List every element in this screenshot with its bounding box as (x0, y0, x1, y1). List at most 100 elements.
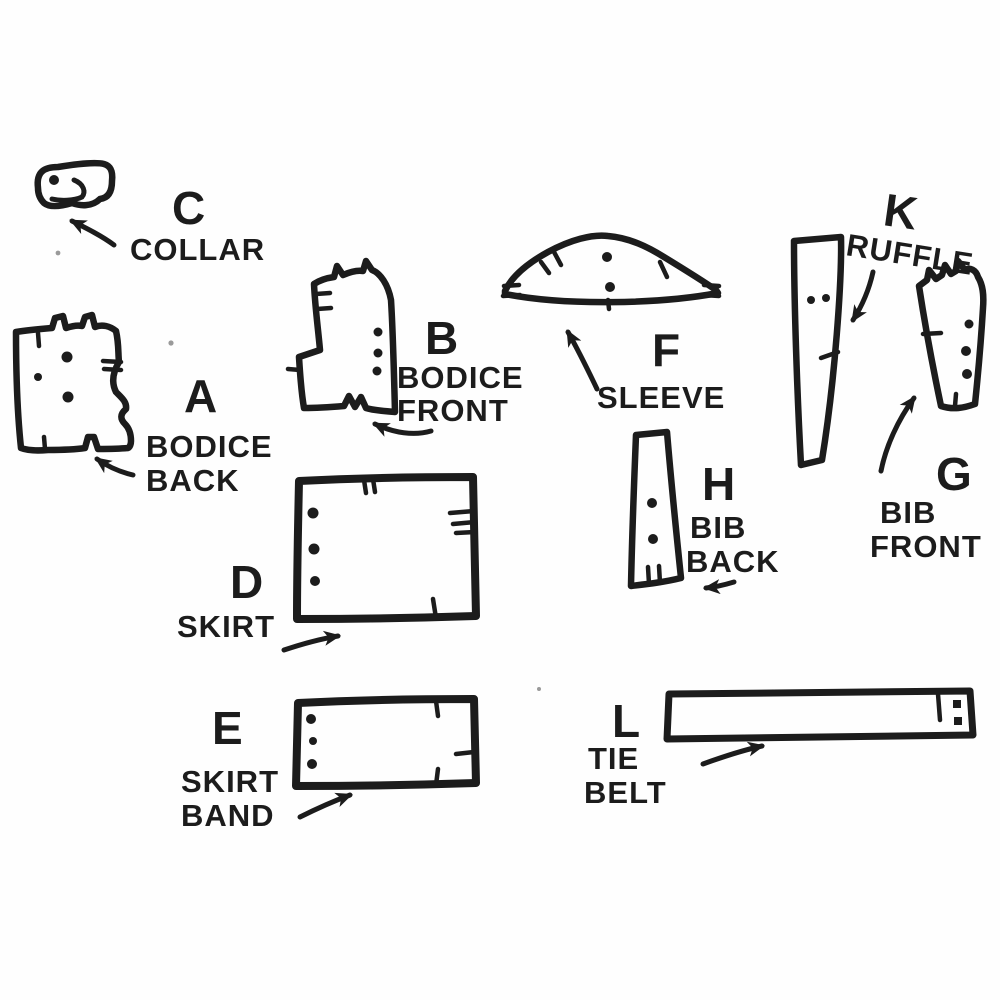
tie-belt-label-1: TIE (588, 741, 639, 776)
paper-speck (168, 340, 174, 346)
bodice-back-shape (12, 311, 135, 454)
dot-mark (647, 498, 657, 508)
skirt-arrow (281, 630, 341, 653)
tie-belt-letter: L (612, 695, 641, 747)
bodice-front-arrow (372, 421, 434, 437)
dot-mark (34, 373, 42, 381)
dot-mark (822, 294, 830, 302)
tie-belt-arrow (700, 741, 765, 767)
sleeve-shape (501, 232, 722, 306)
skirt-shape (293, 473, 480, 623)
notch-mark (818, 349, 841, 361)
piece-skirt: D SKIRT (177, 473, 480, 653)
bodice-front-shape (295, 257, 399, 416)
bodice-front-label-1: BODICE (397, 360, 524, 395)
paper-speck (537, 687, 541, 691)
collar-arrow (69, 218, 117, 248)
notch-mark (447, 508, 477, 516)
skirt-band-shape (292, 695, 480, 790)
dot-mark (308, 543, 320, 555)
tie-belt-shape (663, 687, 977, 743)
dot-mark (310, 576, 320, 586)
notch-mark (41, 434, 48, 452)
notch-mark (314, 305, 334, 312)
collar-label: COLLAR (130, 232, 265, 267)
bib-front-label-2: FRONT (870, 529, 982, 564)
sleeve-letter: F (652, 324, 681, 376)
notch-mark (501, 282, 522, 289)
notch-mark (453, 529, 478, 536)
dot-mark (807, 296, 815, 304)
dot-mark (605, 282, 615, 292)
notch-mark (701, 282, 722, 289)
piece-tie-belt: L TIE BELT (584, 687, 977, 810)
bib-front-label-1: BIB (880, 495, 936, 530)
dot-mark (964, 319, 974, 329)
dot-mark (373, 348, 383, 358)
tie-belt-label-2: BELT (584, 775, 667, 810)
bodice-back-label-1: BODICE (146, 429, 273, 464)
skirt-letter: D (230, 556, 264, 608)
collar-letter: C (172, 182, 206, 234)
collar-shape (34, 159, 116, 210)
notch-mark (450, 519, 478, 527)
notch-mark (935, 691, 943, 723)
notch-mark (500, 292, 523, 299)
dot-mark (953, 700, 961, 708)
notch-mark (285, 366, 303, 373)
dot-mark (602, 252, 612, 262)
skirt-band-label-1: SKIRT (181, 764, 279, 799)
bodice-front-letter: B (425, 312, 459, 364)
notch-mark (35, 330, 42, 349)
notch-mark (453, 749, 477, 757)
notch-mark (700, 292, 722, 299)
dot-mark (962, 369, 972, 379)
piece-ruffle: K RUFFLE (790, 183, 976, 469)
bodice-back-letter: A (184, 370, 218, 422)
dot-mark (954, 717, 962, 725)
dot-mark (373, 327, 383, 337)
ruffle-arrow (850, 269, 876, 323)
dot-mark (307, 759, 317, 769)
notch-mark (433, 698, 441, 719)
notch-mark (430, 596, 439, 621)
bib-front-arrow (878, 395, 917, 474)
dot-mark (306, 714, 316, 724)
skirt-band-arrow (297, 792, 353, 820)
dot-mark (307, 507, 319, 519)
bodice-back-arrow (94, 456, 136, 478)
dot-mark (62, 391, 74, 403)
bib-front-letter: G (936, 448, 973, 500)
notch-mark (952, 391, 959, 409)
skirt-label: SKIRT (177, 609, 275, 644)
dot-mark (372, 366, 382, 376)
notch-mark (100, 358, 124, 365)
dot-mark (309, 737, 317, 745)
piece-bib-front: G BIB FRONT (870, 257, 987, 564)
notch-mark (433, 766, 441, 788)
ruffle-shape (790, 233, 845, 469)
notch-mark (656, 563, 663, 586)
piece-skirt-band: E SKIRT BAND (181, 695, 480, 833)
dot-mark (49, 175, 59, 185)
paper-speck (55, 250, 61, 256)
collar-inner-mark (49, 177, 87, 203)
piece-collar: C COLLAR (34, 159, 265, 267)
notch-mark (538, 259, 552, 276)
bib-back-arrow (703, 579, 737, 595)
dot-mark (961, 346, 971, 356)
notch-mark (361, 477, 369, 496)
dot-mark (61, 351, 73, 363)
dot-mark (648, 534, 658, 544)
bib-back-label-2: BACK (686, 544, 780, 579)
notch-mark (101, 366, 124, 373)
piece-bodice-back: A BODICE BACK (12, 311, 273, 498)
bib-front-shape (915, 257, 987, 412)
piece-bib-back: H BIB BACK (627, 428, 780, 595)
notch-mark (657, 259, 670, 280)
notch-mark (313, 290, 333, 297)
bib-back-shape (627, 428, 685, 590)
sleeve-arrow (565, 329, 600, 392)
